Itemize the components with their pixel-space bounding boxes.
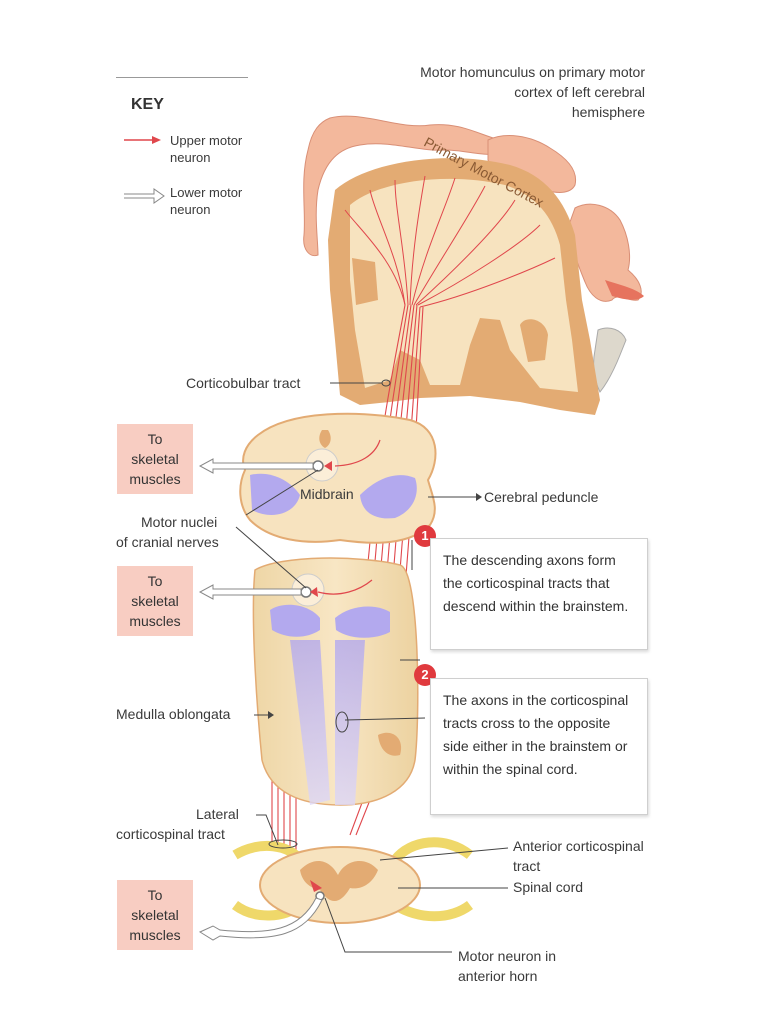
corticobulbar-marker (381, 379, 391, 387)
spinal-cord-section (232, 837, 474, 924)
key-divider (116, 77, 248, 78)
motor-neuron-label-1: Motor neuron in (458, 948, 557, 964)
lateral-tract-marker (268, 839, 298, 849)
step-1-callout: The descending axons form the corticospi… (430, 538, 648, 650)
title-line-3: hemisphere (571, 104, 645, 120)
motor-neuron-label-2: anterior horn (458, 968, 538, 984)
skeletal-text: skeletal (131, 593, 179, 609)
leader-lines (235, 382, 509, 953)
to-text: To (147, 887, 163, 903)
muscles-text: muscles (129, 471, 181, 487)
brainstem-column (252, 557, 419, 806)
muscles-text: muscles (129, 613, 181, 629)
spinal-cord-label: Spinal cord (513, 879, 584, 895)
key-lower-motor-neuron-label: Lower motor neuron (170, 185, 243, 217)
midbrain-section (239, 412, 437, 544)
skeletal-text: skeletal (131, 451, 179, 467)
midbrain-label: Midbrain (300, 486, 354, 502)
to-skeletal-muscles-box-3: To skeletal muscles (117, 880, 193, 950)
cortex-neuron-fan (344, 175, 556, 308)
cortex-section (328, 158, 600, 416)
corticobulbar-branches (317, 439, 381, 595)
lower-motor-neuron-arrows (198, 458, 323, 941)
corticobulbar-tract-label: Corticobulbar tract (186, 375, 301, 391)
to-skeletal-muscles-box-2: To skeletal muscles (117, 566, 193, 636)
lateral-corticospinal-label-1: Lateral (196, 806, 239, 822)
title-line-1: Motor homunculus on primary motor (420, 64, 645, 80)
to-text: To (147, 431, 163, 447)
title-line-2: cortex of left cerebral (514, 84, 645, 100)
step-2-callout: The axons in the corticospinal tracts cr… (430, 678, 648, 815)
lateral-corticospinal-label-2: corticospinal tract (116, 826, 225, 842)
to-text: To (147, 573, 163, 589)
muscles-text: muscles (129, 927, 181, 943)
diagram-title: Motor homunculus on primary motor cortex… (375, 62, 645, 122)
corticobulbar-arrow-1 (324, 461, 332, 471)
key-upper-arrow-icon (124, 136, 161, 144)
to-skeletal-muscles-box-1: To skeletal muscles (117, 424, 193, 494)
decussation-marker (335, 711, 349, 733)
anterior-corticospinal-label-2: tract (513, 858, 541, 874)
leader-arrows (268, 493, 482, 719)
anterior-corticospinal-label-1: Anterior corticospinal (513, 838, 644, 854)
motor-nuclei-label-2: of cranial nerves (116, 534, 219, 550)
medulla-oblongata-label: Medulla oblongata (116, 706, 231, 722)
motor-nuclei-label-1: Motor nuclei (141, 514, 218, 530)
skeletal-text: skeletal (131, 907, 179, 923)
key-lower-arrow-icon (124, 188, 165, 204)
cerebral-peduncle-label: Cerebral peduncle (484, 489, 599, 505)
key-title: KEY (131, 96, 164, 113)
corticobulbar-arrow-2 (310, 587, 318, 597)
key-upper-motor-neuron-label: Upper motor neuron (170, 133, 243, 165)
